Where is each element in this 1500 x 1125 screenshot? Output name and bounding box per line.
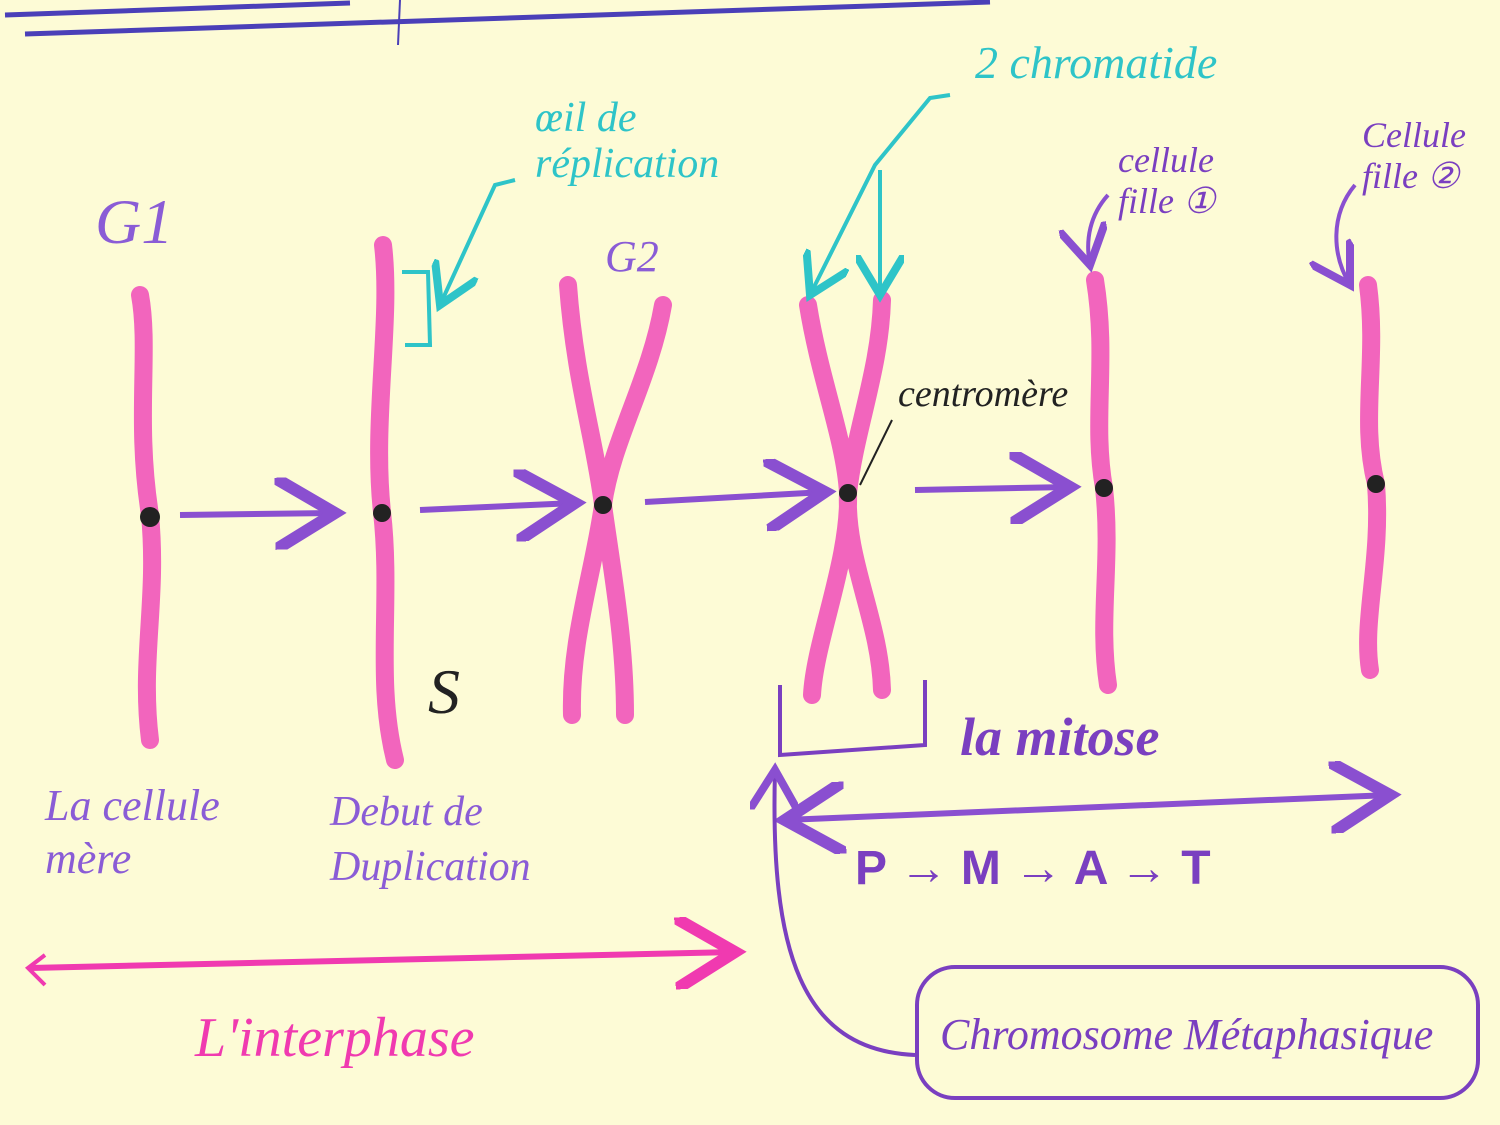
metaphase-chromosome-callout <box>915 965 1480 1100</box>
label-centromere: centromère <box>898 373 1069 415</box>
label-interphase: L'interphase <box>195 1007 475 1069</box>
label-replication-eye: œil de réplication <box>535 95 720 188</box>
label-g1: G1 <box>95 186 174 257</box>
interphase-arrow-tail <box>24 953 47 987</box>
label-daughter-cell-1: cellule fille ① <box>1118 140 1216 222</box>
label-mother-cell: La cellule mère <box>45 781 220 883</box>
label-g2: G2 <box>605 232 659 281</box>
metaphase-bracket <box>778 680 927 758</box>
label-mitosis: la mitose <box>960 707 1160 767</box>
label-daughter-cell-2: Cellule fille ② <box>1362 115 1466 197</box>
label-metaphase-chromosome: Chromosome Métaphasique <box>940 1010 1434 1059</box>
label-s-phase: S <box>428 656 460 727</box>
daughter-cell-pointers <box>1088 183 1357 285</box>
header-lines <box>4 0 991 46</box>
interphase-span-arrow <box>29 952 735 968</box>
metaphase-callout-connector <box>774 770 916 1057</box>
label-mitosis-phases: P → M → A → T <box>855 842 1211 895</box>
label-duplication-start: Debut de Duplication <box>330 789 531 890</box>
progression-arrows <box>179 487 1070 515</box>
replication-eye-pointer <box>402 93 951 347</box>
label-two-chromatids: 2 chromatide <box>975 37 1218 88</box>
centromere-pointer <box>859 419 893 486</box>
mitosis-span-arrow <box>785 795 1390 820</box>
centromeres <box>140 475 1385 527</box>
chromosome-s-phase <box>370 236 404 769</box>
